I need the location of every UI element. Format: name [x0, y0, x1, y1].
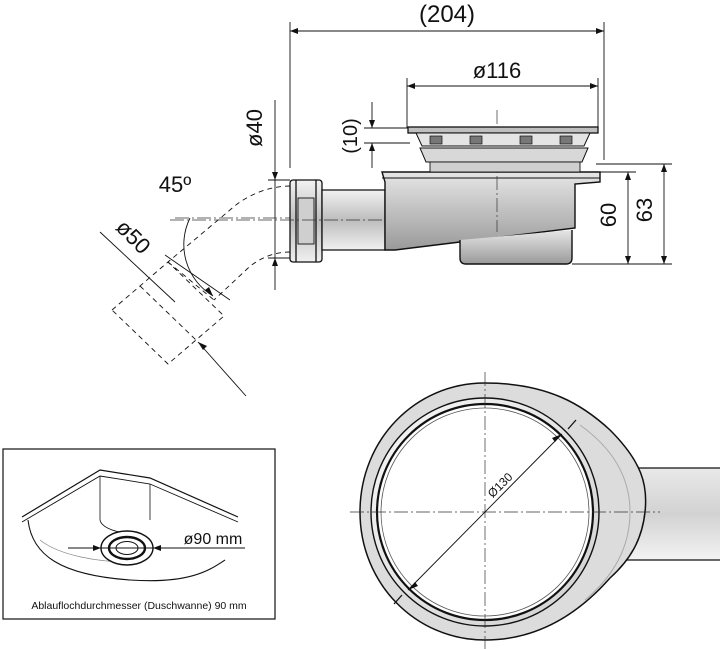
- dimension-elbow-angle: 45º: [159, 172, 300, 297]
- dimension-outlet-diameter: ø40: [242, 100, 290, 290]
- label-elbow-diameter: ø50: [111, 214, 155, 258]
- dimension-cover-height: (10): [340, 102, 410, 168]
- trap-body: [381, 110, 601, 265]
- label-cover-height: (10): [340, 118, 362, 154]
- dimension-cover-diameter: ø116: [406, 58, 599, 128]
- label-hole-diameter: ø90 mm: [184, 531, 243, 548]
- dimension-elbow-diameter: ø50: [99, 214, 247, 397]
- label-elbow-angle: 45º: [159, 172, 192, 197]
- inset-panel: ø90 mm Ablauflochdurchmesser (Duschwanne…: [2, 448, 276, 620]
- label-height-60: 60: [596, 203, 621, 227]
- label-height-63: 63: [632, 198, 657, 222]
- elbow-outline: [111, 185, 291, 365]
- top-view: Ø130: [350, 372, 720, 649]
- outlet-nut: [289, 179, 323, 263]
- label-outlet-diameter: ø40: [242, 109, 267, 147]
- dimension-heights: 60 63: [572, 163, 672, 265]
- label-cover-diameter: ø116: [473, 58, 522, 83]
- side-view: (204) ø116 (10) ø40: [99, 1, 672, 397]
- drain-cover: [407, 126, 599, 173]
- label-overall-length: (204): [419, 1, 475, 28]
- dimension-overall-length: (204): [289, 1, 605, 168]
- inset-caption: Ablauflochdurchmesser (Duschwanne) 90 mm: [31, 600, 247, 612]
